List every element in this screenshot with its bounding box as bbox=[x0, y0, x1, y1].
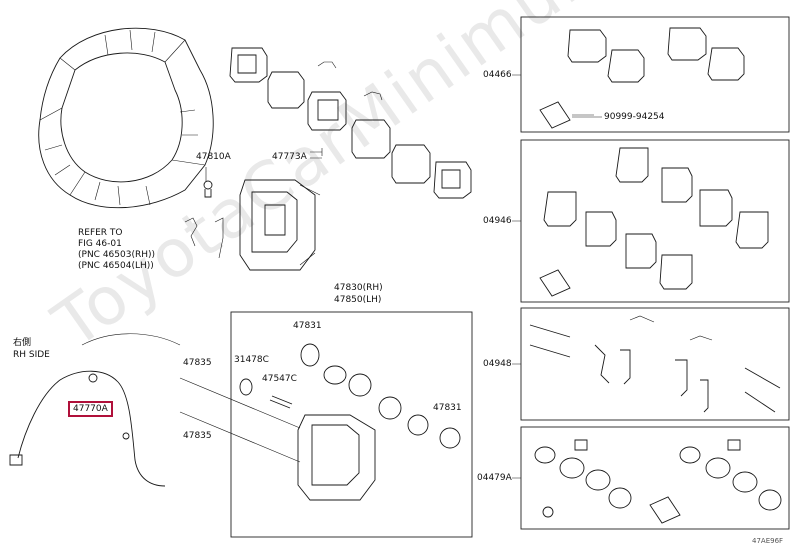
kit-04466-drawing[interactable] bbox=[539, 27, 745, 129]
refer-note-line4: (PNC 46504(LH)) bbox=[78, 261, 154, 271]
part-label-47831-top[interactable]: 47831 bbox=[293, 321, 322, 331]
part-label-04479A[interactable]: 04479A bbox=[477, 473, 512, 483]
refer-note-line1: REFER TO bbox=[78, 228, 123, 238]
dust-shield-drawing[interactable] bbox=[38, 27, 214, 209]
part-label-04466[interactable]: 04466 bbox=[483, 70, 512, 80]
speed-sensor-drawing[interactable] bbox=[9, 333, 181, 487]
kit-04946-drawing[interactable] bbox=[539, 147, 769, 297]
part-label-31478C[interactable]: 31478C bbox=[234, 355, 269, 365]
part-label-04948[interactable]: 04948 bbox=[483, 359, 512, 369]
pad-set-top[interactable] bbox=[229, 47, 472, 199]
part-label-47835-top[interactable]: 47835 bbox=[183, 358, 212, 368]
side-label-en: RH SIDE bbox=[13, 350, 50, 360]
part-label-04946[interactable]: 04946 bbox=[483, 216, 512, 226]
kit-box-04946 bbox=[520, 139, 790, 303]
part-label-47850[interactable]: 47850(LH) bbox=[334, 295, 382, 305]
part-label-47835-bottom[interactable]: 47835 bbox=[183, 431, 212, 441]
side-label-jp: 右側 bbox=[13, 338, 32, 348]
figure-number: 47AE96F bbox=[752, 537, 784, 545]
leader-lines bbox=[205, 74, 602, 479]
caliper-detail-drawing[interactable] bbox=[179, 343, 461, 501]
part-label-47547C[interactable]: 47547C bbox=[262, 374, 297, 384]
refer-note-line2[interactable]: FIG 46-01 bbox=[78, 239, 122, 249]
kit-box-04479A bbox=[520, 426, 790, 530]
part-label-47810A[interactable]: 47810A bbox=[196, 152, 231, 162]
kit-04948-drawing[interactable] bbox=[529, 315, 781, 413]
refer-note-line3: (PNC 46503(RH)) bbox=[78, 250, 156, 260]
kit-04479A-drawing[interactable] bbox=[534, 439, 782, 524]
caliper-detail-box bbox=[230, 311, 473, 538]
part-label-47773A[interactable]: 47773A bbox=[272, 152, 307, 162]
caliper-assembly-top[interactable] bbox=[184, 179, 321, 271]
part-label-90999-94254[interactable]: 90999-94254 bbox=[604, 112, 665, 122]
part-label-47831-bottom[interactable]: 47831 bbox=[433, 403, 462, 413]
part-label-47770A-highlighted[interactable]: 47770A bbox=[68, 401, 113, 417]
kit-box-04466 bbox=[520, 16, 790, 133]
kit-box-04948 bbox=[520, 307, 790, 421]
part-label-47830[interactable]: 47830(RH) bbox=[334, 283, 383, 293]
